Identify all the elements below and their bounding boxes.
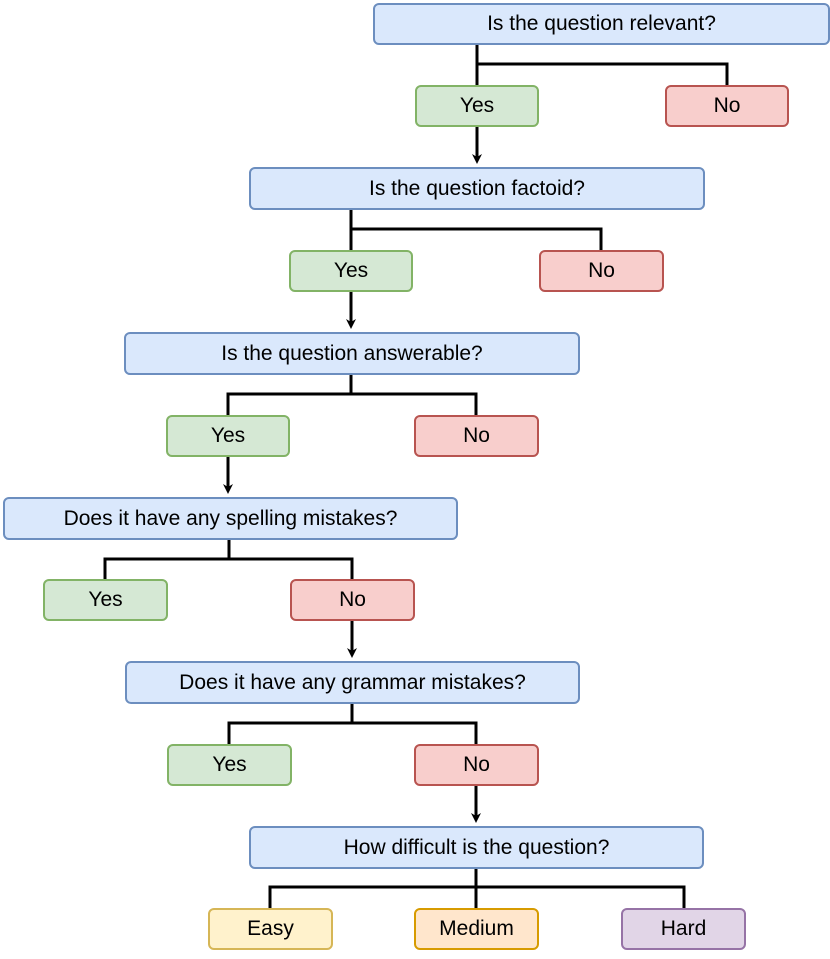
answer-no-relevant: No <box>665 85 789 127</box>
difficulty-easy: Easy <box>208 908 333 950</box>
difficulty-medium: Medium <box>414 908 539 950</box>
answer-yes-grammar: Yes <box>167 744 292 786</box>
answer-no-spelling: No <box>290 579 415 621</box>
connector-q2-to-no <box>351 227 603 251</box>
answer-yes-answerable: Yes <box>166 415 290 457</box>
answer-no-answerable: No <box>414 415 539 457</box>
connector-q4-to-no <box>229 557 354 580</box>
question-spelling: Does it have any spelling mistakes? <box>3 497 458 540</box>
question-answerable: Is the question answerable? <box>124 332 580 375</box>
connector-q5-to-yes <box>227 703 354 745</box>
question-relevant: Is the question relevant? <box>373 3 830 45</box>
connector-q1-to-no <box>477 62 729 86</box>
answer-no-grammar: No <box>414 744 539 786</box>
answer-yes-factoid: Yes <box>289 250 413 292</box>
connector-q5-to-no <box>352 721 478 745</box>
connector-q3-to-no <box>351 392 478 416</box>
connector-q4-to-yes <box>103 539 231 580</box>
answer-yes-spelling: Yes <box>43 579 168 621</box>
question-grammar: Does it have any grammar mistakes? <box>125 661 580 704</box>
answer-no-factoid: No <box>539 250 664 292</box>
question-factoid: Is the question factoid? <box>249 167 705 210</box>
difficulty-hard: Hard <box>621 908 746 950</box>
connector-q3-to-yes <box>226 374 353 416</box>
question-difficulty: How difficult is the question? <box>249 826 704 869</box>
answer-yes-relevant: Yes <box>415 85 539 127</box>
